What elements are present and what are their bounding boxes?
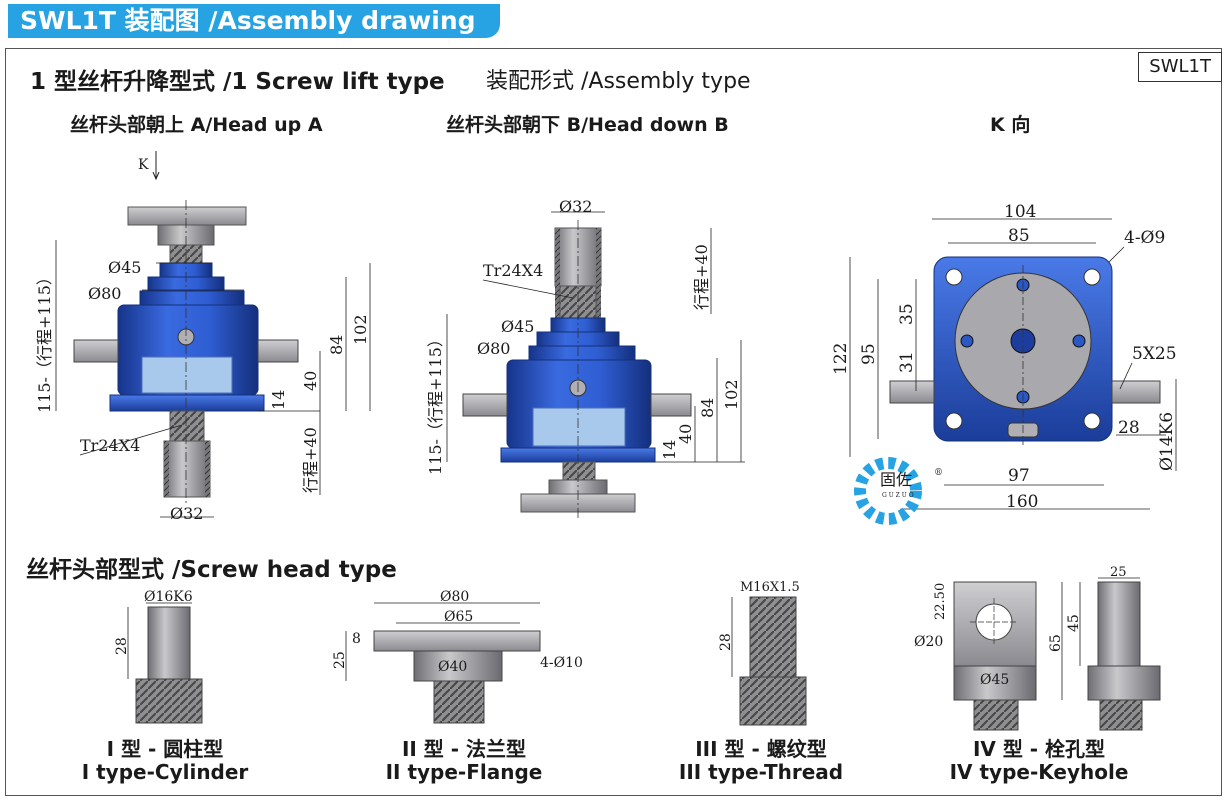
dim-iv-d20: Ø20 — [914, 634, 943, 650]
protective-tube — [163, 440, 211, 498]
dim-k-104: 104 — [1004, 202, 1036, 222]
input-shaft-right — [257, 339, 299, 363]
k-arrow-label: K — [138, 157, 149, 173]
dim-ii-h8: 8 — [352, 631, 361, 647]
dim-k-95: 95 — [859, 343, 879, 365]
dim-ii-holes: 4-Ø10 — [540, 655, 583, 671]
dim-k-31: 31 — [897, 351, 917, 373]
dim-b-40: 40 — [676, 424, 695, 444]
caption-type-iii: III 型 - 螺纹型 III type-Thread — [678, 737, 844, 784]
caption-type-iv: IV 型 - 栓孔型 IV type-Keyhole — [949, 737, 1129, 784]
dim-k-28: 28 — [1118, 418, 1140, 438]
dim-b-thread: Tr24X4 — [483, 261, 543, 280]
view-title-head-up: 丝杆头部朝上 A/Head up A — [70, 114, 323, 136]
dim-iii-h: 28 — [718, 633, 734, 651]
watermark-sub: G U Z U O — [882, 492, 914, 499]
section-title-screw-lift: 1 型丝杆升降型式 /1 Screw lift type — [30, 69, 445, 95]
caption-type-i: I 型 - 圆柱型 I type-Cylinder — [81, 737, 249, 784]
head-type-thread: M16X1.5 28 — [718, 580, 807, 726]
page-title: SWL1T 装配图 /Assembly drawing — [8, 4, 500, 38]
dim-b-stroke-115: 115-（行程+115） — [426, 331, 445, 475]
dim-b-84: 84 — [698, 398, 717, 418]
head-type-keyhole: 22.50 Ø20 Ø45 25 65 45 — [914, 565, 1161, 731]
watermark-text: 固佐 — [880, 470, 912, 489]
watermark-mark: ® — [934, 468, 943, 478]
section-title-screw-head: 丝杆头部型式 /Screw head type — [26, 557, 397, 583]
dim-k-85: 85 — [1008, 226, 1030, 246]
dim-k-97: 97 — [1008, 466, 1030, 486]
dim-i-h: 28 — [114, 637, 130, 655]
section-subtitle-assembly: 装配形式 /Assembly type — [486, 69, 751, 94]
head-flange — [127, 206, 247, 226]
dim-102: 102 — [351, 314, 370, 345]
model-tag: SWL1T — [1138, 52, 1222, 82]
dim-b-d45: Ø45 — [501, 317, 534, 336]
dim-d45: Ø45 — [108, 258, 141, 277]
dim-84: 84 — [327, 335, 346, 355]
dim-ii-d65: Ø65 — [444, 609, 473, 625]
assembly-head-up: K Ø45 Ø80 115-（行程+115） 102 84 40 14 Tr24… — [35, 151, 371, 523]
dim-ii-d80: Ø80 — [440, 589, 469, 605]
dim-b-d80: Ø80 — [477, 339, 510, 358]
dim-d80: Ø80 — [88, 284, 121, 303]
dim-iv-d45: Ø45 — [980, 672, 1009, 688]
head-type-flange: Ø80 Ø65 8 25 Ø40 4-Ø10 — [332, 589, 583, 724]
dim-iii-m: M16X1.5 — [740, 580, 800, 595]
dim-b-102: 102 — [722, 379, 741, 410]
dim-k-160: 160 — [1006, 492, 1038, 512]
gear-logo-icon — [854, 457, 922, 525]
view-title-head-down: 丝杆头部朝下 B/Head down B — [446, 114, 729, 136]
dim-b-d32: Ø32 — [559, 197, 592, 216]
dim-stroke-115: 115-（行程+115） — [35, 269, 54, 413]
dim-i-d: Ø16K6 — [144, 589, 193, 605]
assembly-head-down: Ø32 Tr24X4 行程+40 Ø45 Ø80 115-（行程+115） 10… — [426, 197, 745, 520]
dim-40: 40 — [301, 371, 320, 391]
dim-iv-h45: 45 — [1066, 614, 1082, 632]
dim-k-35: 35 — [897, 303, 917, 325]
dim-b-stroke-40: 行程+40 — [692, 244, 711, 310]
dim-ii-d40: Ø40 — [438, 659, 467, 675]
drawing-frame — [5, 48, 1222, 796]
dim-iv-h22: 22.50 — [933, 583, 948, 620]
dim-iv-h65: 65 — [1048, 634, 1064, 652]
input-shaft-left — [73, 339, 119, 363]
dim-k-key: 5X25 — [1132, 344, 1177, 364]
dim-iv-w25: 25 — [1110, 565, 1127, 580]
dim-d32: Ø32 — [170, 504, 203, 523]
dim-stroke-40: 行程+40 — [301, 427, 320, 493]
k-view: 104 85 4-Ø9 122 95 35 31 5X25 28 Ø14K6 9… — [831, 202, 1177, 525]
dim-14: 14 — [269, 390, 288, 410]
dim-k-shaft: Ø14K6 — [1157, 412, 1177, 471]
dim-k-122: 122 — [831, 343, 851, 375]
dim-k-holes: 4-Ø9 — [1124, 228, 1165, 248]
view-title-k: K 向 — [990, 114, 1031, 136]
dim-b-14: 14 — [660, 440, 679, 460]
caption-type-ii: II 型 - 法兰型 II type-Flange — [385, 737, 543, 784]
head-type-cylinder: Ø16K6 28 — [114, 589, 203, 724]
dim-ii-h25: 25 — [332, 651, 348, 669]
